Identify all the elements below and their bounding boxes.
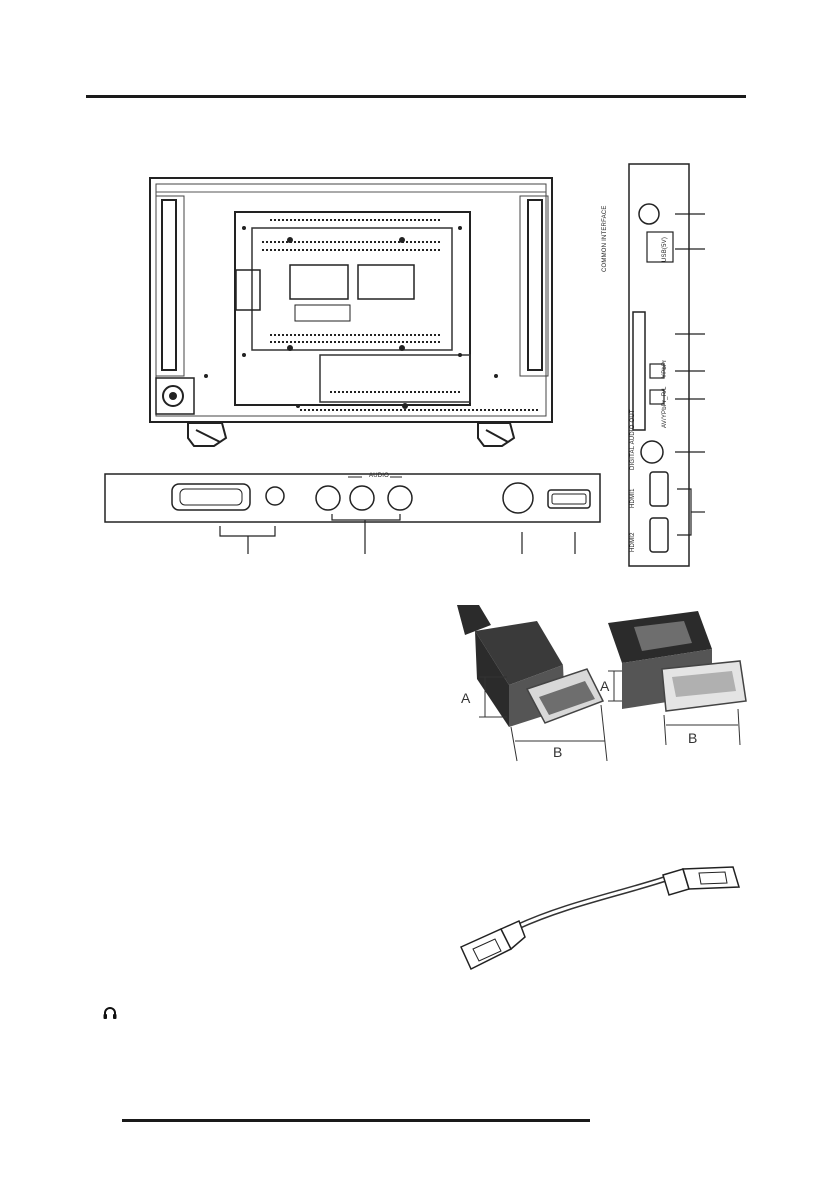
bottom-rule <box>122 1119 590 1122</box>
hdmi1-label: HDMI1 <box>630 488 636 508</box>
dim-b-label-hdmi: B <box>553 744 562 760</box>
hdmi-plug-figure: A B <box>457 605 608 762</box>
hdmi2-label: HDMI2 <box>630 532 636 552</box>
ypbpr-label: YPbPr <box>662 359 668 378</box>
headphone-icon <box>103 1007 117 1019</box>
top-rule <box>86 95 746 98</box>
av-ypbpr-audio-label: AV/YPbPr_R/L <box>662 386 668 428</box>
audio-label: AUDIO <box>369 473 390 479</box>
common-interface-label: COMMON INTERFACE <box>602 205 608 272</box>
bottom-connector-panel <box>104 473 601 554</box>
dim-b-label-usb: B <box>688 730 697 746</box>
usb-cable-figure <box>460 866 740 971</box>
usb-plug-figure: A B <box>600 611 747 746</box>
dim-a-label-usb: A <box>600 678 610 694</box>
side-connector-panel <box>628 163 705 567</box>
tv-rear-view-figure <box>149 177 553 447</box>
usb-label: USB(5V) <box>662 236 668 262</box>
digital-audio-label: DIGITAL AUDIO OUT <box>630 409 636 470</box>
dim-a-label-hdmi: A <box>461 690 471 706</box>
